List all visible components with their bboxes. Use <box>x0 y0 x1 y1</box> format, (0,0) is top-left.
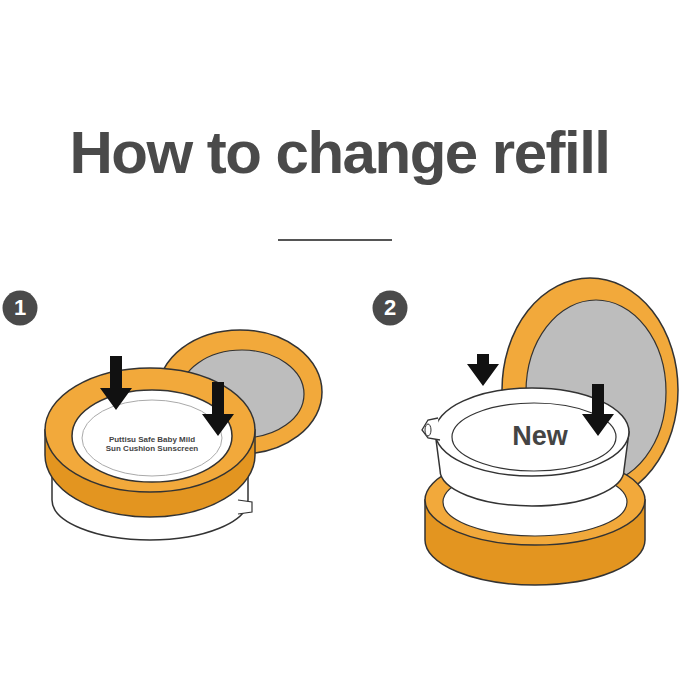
divider <box>278 239 392 241</box>
callout-number: 2 <box>372 290 408 326</box>
step-number-circle: 1 <box>2 290 38 326</box>
circle-shape <box>3 291 38 326</box>
title: How to change refill <box>0 118 679 187</box>
product-name: Puttisu Safe Baby Mild Sun Cushion Sunsc… <box>102 435 202 453</box>
callout-number: 1 <box>2 290 38 326</box>
compact-step-2 <box>422 278 678 585</box>
circle-shape <box>373 291 408 326</box>
refill-label: New <box>495 422 585 452</box>
compact-step-1 <box>45 330 322 540</box>
step-number-circle: 2 <box>372 290 408 326</box>
